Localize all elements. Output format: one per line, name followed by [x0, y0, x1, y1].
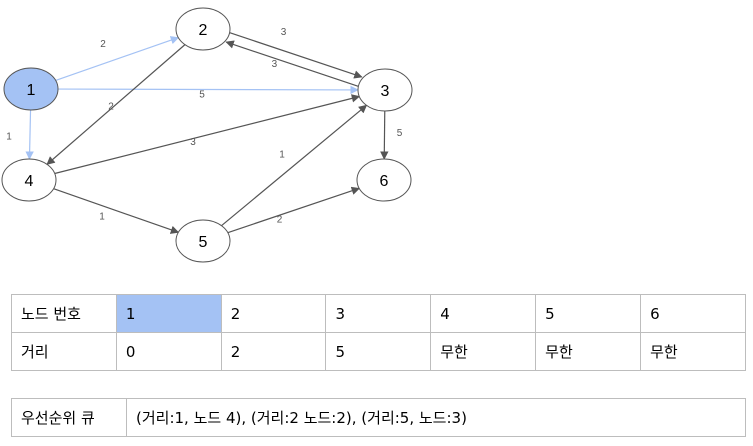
priority-queue-label: 우선순위 큐: [11, 398, 127, 437]
distance-cell-3: 5: [325, 332, 432, 371]
node-number-cell-4: 4: [430, 294, 537, 333]
edge-weight-2-3: 3: [281, 27, 287, 38]
node-label-1: 1: [27, 82, 36, 99]
edge-1-2: [55, 36, 180, 81]
distance-cell-1: 0: [115, 332, 222, 371]
node-label-4: 4: [25, 173, 34, 190]
distance-cell-6: 무한: [640, 332, 746, 371]
edge-5-3: [221, 104, 368, 227]
table-row-distances: 거리 0 2 5 무한 무한 무한: [11, 332, 746, 371]
node-6: [356, 158, 412, 202]
node-label-3: 3: [381, 83, 390, 100]
node-number-cell-2: 2: [220, 294, 327, 333]
edge-weight-3-2: 3: [272, 59, 278, 70]
node-3: [357, 68, 413, 112]
node-number-header: 노드 번호: [11, 294, 117, 333]
edge-weight-1-4: 1: [6, 132, 12, 143]
edge-weight-5-6: 2: [277, 215, 283, 226]
distance-cell-4: 무한: [430, 332, 537, 371]
edge-weight-4-5: 1: [99, 212, 105, 223]
table-row-node-numbers: 노드 번호 1 2 3 4 5 6: [11, 294, 746, 333]
edge-2-3: [229, 32, 363, 79]
edge-weight-1-3: 5: [199, 90, 205, 101]
edge-weight-4-3: 3: [190, 137, 196, 148]
edge-weight-1-2: 2: [100, 39, 106, 50]
node-2: [175, 7, 231, 51]
node-label-2: 2: [199, 22, 208, 39]
node-number-cell-5: 5: [535, 294, 642, 333]
edge-5-6: [227, 186, 361, 234]
node-number-cell-1: 1: [115, 294, 222, 333]
edge-3-6: [380, 110, 389, 160]
node-label-5: 5: [199, 234, 208, 251]
node-number-cell-6: 6: [640, 294, 746, 333]
edge-4-5: [53, 188, 180, 234]
node-5: [175, 219, 231, 263]
edge-1-3: [57, 85, 359, 95]
edge-weight-5-3: 1: [279, 150, 285, 161]
graph-diagram: 2 5 1 3 3 2 3 5 1 1 2 1 2 3 4 5 6: [1, 7, 413, 263]
distance-table: 노드 번호 1 2 3 4 5 6 거리 0 2 5 무한 무한 무한: [11, 294, 746, 371]
edge-weight-2-4: 2: [108, 102, 114, 113]
node-1: [3, 67, 59, 111]
distance-cell-2: 2: [220, 332, 327, 371]
node-number-cell-3: 3: [325, 294, 432, 333]
edge-1-4: [25, 109, 34, 160]
priority-queue-table: 우선순위 큐 (거리:1, 노드 4), (거리:2 노드:2), (거리:5,…: [11, 398, 746, 437]
edge-3-2: [225, 40, 359, 87]
table-row-priority-queue: 우선순위 큐 (거리:1, 노드 4), (거리:2 노드:2), (거리:5,…: [11, 398, 746, 437]
edge-weight-3-6: 5: [397, 128, 403, 139]
node-4: [1, 158, 57, 202]
edge-4-3: [54, 94, 361, 175]
edge-2-4: [46, 44, 186, 165]
priority-queue-value: (거리:1, 노드 4), (거리:2 노드:2), (거리:5, 노드:3): [126, 398, 746, 437]
distance-cell-5: 무한: [535, 332, 642, 371]
node-label-6: 6: [380, 173, 389, 190]
distance-header: 거리: [11, 332, 117, 371]
